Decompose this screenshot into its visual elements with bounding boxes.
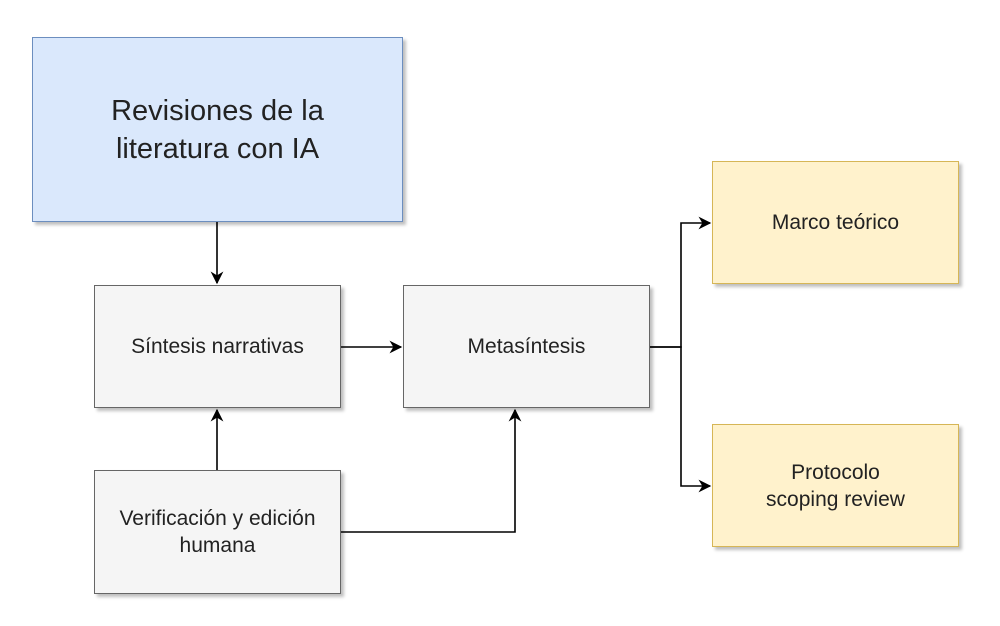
- node-protocolo-scoping-review: Protocolo scoping review: [712, 424, 959, 547]
- node-label: Metasíntesis: [467, 335, 586, 358]
- node-sintesis-narrativas: Síntesis narrativas: [94, 285, 341, 408]
- node-label: Síntesis narrativas: [131, 335, 304, 358]
- node-marco-teorico: Marco teórico: [712, 161, 959, 284]
- edge-meta-to-marco: [650, 216, 712, 348]
- node-verificacion-edicion-humana: Verificación y edición humana: [94, 470, 341, 594]
- edge-meta-to-protocolo: [650, 346, 712, 493]
- node-revisiones-literatura-ia: Revisiones de la literatura con IA: [32, 37, 403, 222]
- node-label: Revisiones de la literatura con IA: [111, 94, 324, 165]
- edge-verificacion-to-meta: [341, 408, 522, 533]
- node-label: Marco teórico: [771, 211, 900, 234]
- node-label: Verificación y edición humana: [119, 507, 316, 557]
- node-label: Protocolo scoping review: [766, 460, 905, 511]
- node-metasintesis: Metasíntesis: [403, 285, 650, 408]
